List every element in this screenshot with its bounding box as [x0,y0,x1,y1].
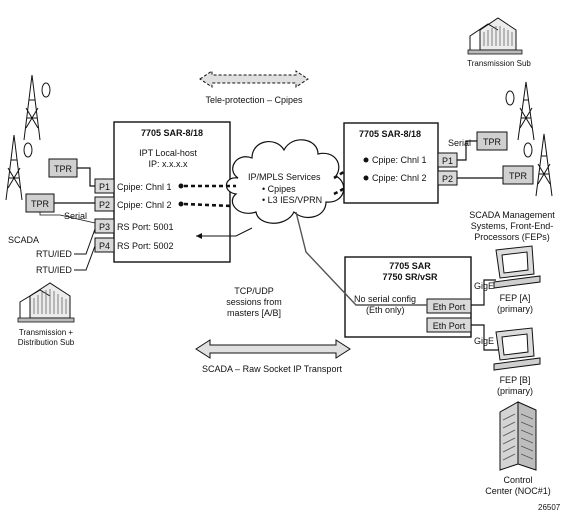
trans-dist-sub-label-2: Distribution Sub [18,338,75,347]
left-serial-label: Serial [64,211,87,221]
fep-a-line-1: FEP [A] [500,293,531,303]
right-cpipe-dot-1 [363,157,369,163]
scada-mgmt-line-3: Processors (FEPs) [474,232,550,242]
left-port-p3-id: P3 [99,222,110,232]
scada-label: SCADA [8,235,39,245]
left-cpipe-dot-2 [178,201,184,207]
right-tpr-1-label: TPR [483,137,502,147]
right-router-box [343,122,439,204]
tcp-note-2: sessions from [226,297,282,307]
transmission-sub-label: Transmission Sub [467,59,531,68]
gige-label-2: GigE [474,336,494,346]
sr-router-title-1: 7705 SAR [389,261,431,271]
cloud-item-2: • L3 IES/VPRN [262,195,322,205]
right-port-p1-id: P1 [442,156,453,166]
raw-socket-arrow [195,339,351,359]
sr-eth-port-1[interactable] [426,298,472,314]
left-port-p2-label: Cpipe: Chnl 2 [117,200,172,210]
fep-b-line-1: FEP [B] [500,375,531,385]
scada-mgmt-line-2: Systems, Front-End- [471,221,554,231]
right-serial-label: Serial [448,138,471,148]
cloud-item-1: • Cpipes [262,184,296,194]
right-router-title: 7705 SAR-8/18 [359,129,421,139]
left-tpr-1-label: TPR [54,164,73,174]
left-port-p4[interactable] [94,237,115,253]
fep-b-computer-icon [493,327,541,371]
right-port-p2-id: P2 [442,174,453,184]
fep-a-computer-icon [493,245,541,289]
left-router-host-line2: IP: x.x.x.x [148,159,188,169]
left-tower-2-icon [5,134,33,201]
teleprotection-label: Tele-protection – Cpipes [205,95,303,105]
fep-a-line-2: (primary) [497,304,533,314]
left-serial-links [39,167,96,224]
trans-dist-sub-label-1: Transmission + [19,328,73,337]
tcp-note-1: TCP/UDP [234,286,274,296]
right-serial-links [457,140,503,179]
left-port-p1-label: Cpipe: Chnl 1 [117,182,172,192]
rtu-ied-label-2: RTU/IED [36,265,72,275]
left-router-title: 7705 SAR-8/18 [141,128,203,138]
transmission-sub-building-icon [467,17,523,55]
left-port-p2-id: P2 [99,200,110,210]
sr-eth-port-1-label: Eth Port [433,302,466,312]
right-port-p2-label: Cpipe: Chnl 2 [372,173,427,183]
gige-links [471,279,498,351]
left-port-p1-id: P1 [99,182,110,192]
control-center-line-1: Control [503,475,532,485]
cloud-title: IP/MPLS Services [248,172,321,182]
right-tpr-2-label: TPR [509,171,528,181]
ip-mpls-cloud [225,139,345,224]
control-center-line-2: Center (NOC#1) [485,486,551,496]
right-tpr-2 [502,165,534,185]
figure-id: 26507 [538,503,561,512]
rtu-links [74,228,96,271]
sr-router-title-2: 7750 SR/vSR [382,272,438,282]
right-cpipe-dot-2 [363,175,369,181]
tcp-note-3: masters [A/B] [227,308,281,318]
rtu-ied-label-1: RTU/IED [36,249,72,259]
left-cpipe-dot-1 [178,183,184,189]
right-tower-1-icon [505,81,535,141]
left-tower-1-icon [23,74,51,141]
right-port-p1-label: Cpipe: Chnl 1 [372,155,427,165]
raw-socket-label: SCADA – Raw Socket IP Transport [202,364,342,374]
left-port-p4-id: P4 [99,241,110,251]
sr-note-1: No serial config [354,294,416,304]
left-port-p2[interactable] [94,196,115,212]
scada-mgmt-line-1: SCADA Management [469,210,555,220]
sr-note-2: (Eth only) [366,305,405,315]
left-router-host-line1: IPT Local-host [139,148,197,158]
left-port-p4-label: RS Port: 5002 [117,241,174,251]
teleprotection-arrow [199,70,309,88]
left-port-p1[interactable] [94,178,115,194]
control-center-building-icon [499,401,537,471]
gige-label-1: GigE [474,281,494,291]
left-port-p3-label: RS Port: 5001 [117,222,174,232]
tcp-session-link [196,211,427,306]
sr-eth-port-2-label: Eth Port [433,321,466,331]
right-tower-2-icon [523,133,553,197]
left-port-p3[interactable] [94,218,115,234]
transmission-distribution-sub-building-icon [17,282,75,323]
fep-b-line-2: (primary) [497,386,533,396]
left-tpr-2-label: TPR [31,199,50,209]
